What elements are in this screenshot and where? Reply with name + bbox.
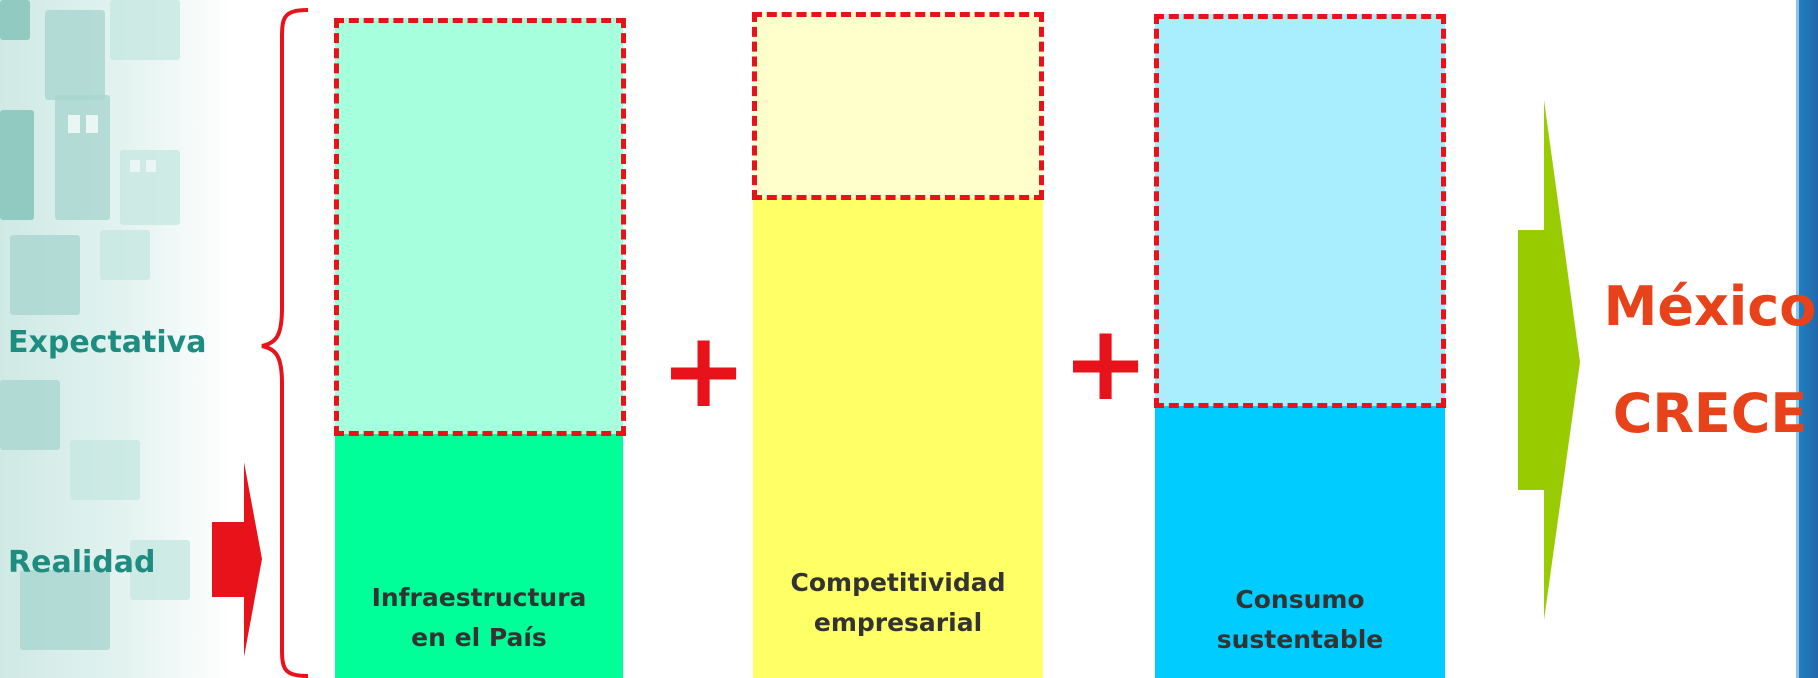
reality-arrow-shape <box>212 462 262 657</box>
infraestructura-label-line1: Infraestructura <box>371 583 587 612</box>
competitividad-reality-bar <box>753 198 1043 678</box>
result-title-line2: CRECE <box>1612 382 1808 445</box>
plus-operator-1: + <box>660 309 748 431</box>
competitividad-expectation-area <box>753 12 1043 198</box>
curly-brace-icon <box>261 8 309 678</box>
consumo-reality-bar <box>1155 406 1445 678</box>
city-background-illustration <box>0 0 230 678</box>
infraestructura-reality-bar <box>335 434 623 678</box>
infraestructura-label: Infraestructura en el País <box>335 578 623 658</box>
infraestructura-expectation-outline <box>334 18 626 436</box>
building-shape <box>0 0 30 40</box>
building-shape <box>0 110 34 220</box>
window-shape <box>130 160 140 172</box>
expectation-label: Expectativa <box>8 325 207 360</box>
building-shape <box>10 235 80 315</box>
consumo-expectation-outline <box>1154 14 1446 408</box>
building-shape <box>55 95 110 220</box>
brace-path <box>261 8 309 678</box>
plus-operator-2: + <box>1062 302 1150 424</box>
window-shape <box>146 160 156 172</box>
competitividad-label: Competitividad empresarial <box>753 563 1043 643</box>
building-shape <box>130 540 190 600</box>
window-shape <box>68 115 80 133</box>
competitividad-expectation-outline <box>752 12 1044 200</box>
consumo-label-line1: Consumo <box>1235 585 1365 614</box>
consumo-label: Consumo sustentable <box>1155 580 1445 660</box>
reality-label: Realidad <box>8 545 156 580</box>
building-shape <box>110 0 180 60</box>
consumo-label-line2: sustentable <box>1216 625 1384 654</box>
reality-arrow-icon <box>212 462 262 657</box>
consumo-expectation-area <box>1155 14 1445 406</box>
result-title-line1: México <box>1603 275 1817 338</box>
building-shape <box>70 440 140 500</box>
building-shape <box>20 570 110 650</box>
window-shape <box>86 115 98 133</box>
result-arrow-shape <box>1518 100 1580 620</box>
competitividad-label-line1: Competitividad <box>790 568 1006 597</box>
infraestructura-expectation-area <box>335 18 623 434</box>
right-edge-strip <box>1796 0 1818 678</box>
competitividad-label-line2: empresarial <box>813 608 983 637</box>
result-arrow-icon <box>1518 100 1580 620</box>
building-shape <box>100 230 150 280</box>
building-shape <box>45 10 105 100</box>
infraestructura-label-line2: en el País <box>411 623 547 652</box>
building-shape <box>0 380 60 450</box>
